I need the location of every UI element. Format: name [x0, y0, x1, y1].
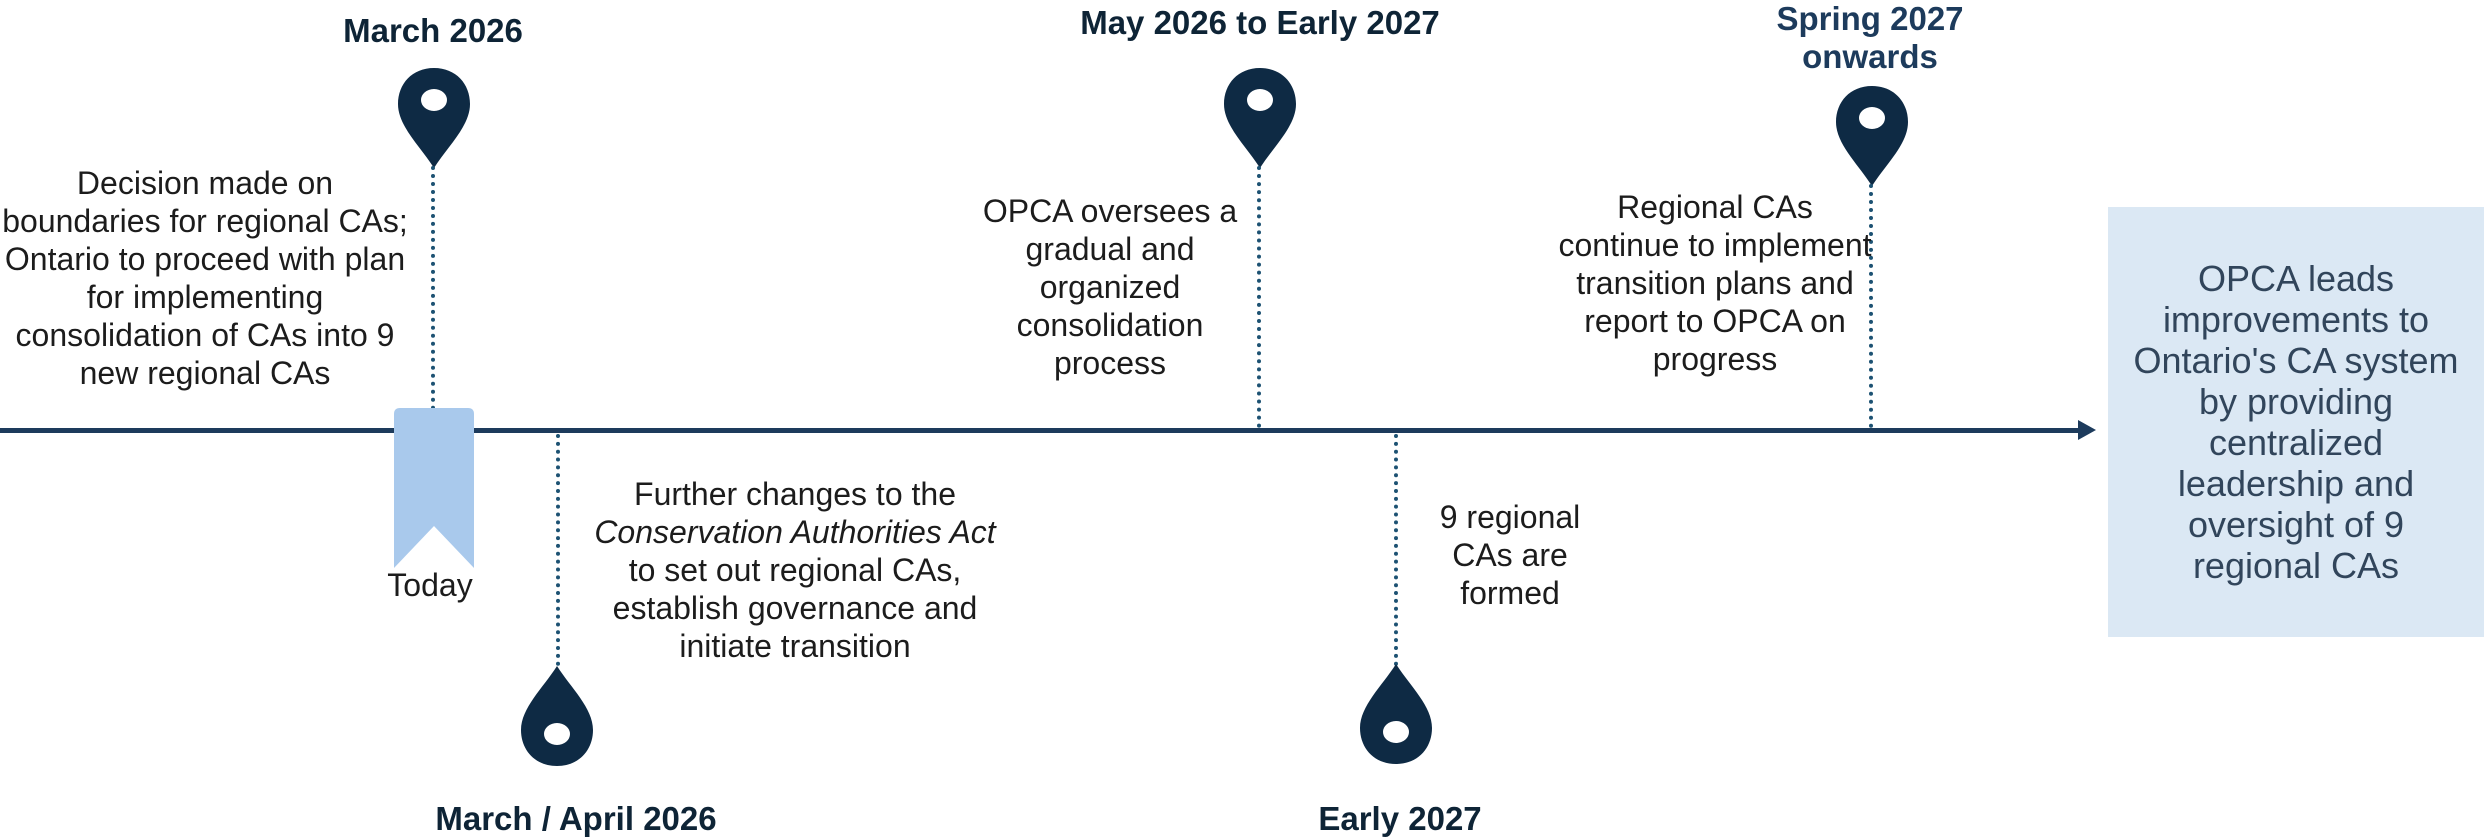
timeline-axis — [0, 428, 2080, 433]
today-marker-icon — [394, 408, 474, 568]
location-pin-icon — [1224, 68, 1296, 168]
timeline-arrowhead — [2078, 420, 2096, 440]
description-line: to set out regional CAs, establish gover… — [612, 552, 978, 664]
milestone-date-spring-2027: Spring 2027 onwards — [1720, 0, 2020, 76]
milestone-date-march-april-2026: March / April 2026 — [435, 800, 717, 837]
location-pin-icon — [398, 68, 470, 168]
connector-spring-2027 — [1869, 184, 1873, 428]
outcome-box: OPCA leads improvements to Ontario's CA … — [2108, 207, 2484, 637]
milestone-date-may-2026-early-2027: May 2026 to Early 2027 — [1080, 4, 1440, 41]
connector-may-2026-early-2027 — [1257, 166, 1261, 428]
location-pin-icon — [1360, 664, 1432, 764]
milestone-description-early-2027: 9 regional CAs are formed — [1439, 499, 1581, 611]
connector-early-2027 — [1394, 434, 1398, 666]
date-line: onwards — [1802, 38, 1938, 75]
connector-march-2026 — [431, 166, 435, 410]
milestone-description-may-2026-early-2027: OPCA oversees a gradual and organized co… — [982, 193, 1238, 381]
location-pin-icon — [1836, 86, 1908, 186]
act-name: Conservation Authorities Act — [594, 514, 996, 550]
milestone-date-early-2027: Early 2027 — [1318, 800, 1482, 837]
location-pin-icon — [521, 666, 593, 766]
milestone-description-march-april-2026: Further changes to the Conservation Auth… — [580, 475, 1010, 665]
date-line: Spring 2027 — [1776, 0, 1964, 37]
outcome-text: OPCA leads improvements to Ontario's CA … — [2133, 258, 2459, 586]
milestone-description-spring-2027: Regional CAs continue to implement trans… — [1558, 189, 1872, 377]
milestone-date-march-2026: March 2026 — [343, 12, 523, 49]
today-label: Today — [387, 567, 473, 603]
milestone-description-march-2026: Decision made on boundaries for regional… — [2, 165, 408, 391]
description-line: Further changes to the — [634, 476, 956, 512]
connector-march-april-2026 — [556, 434, 560, 666]
